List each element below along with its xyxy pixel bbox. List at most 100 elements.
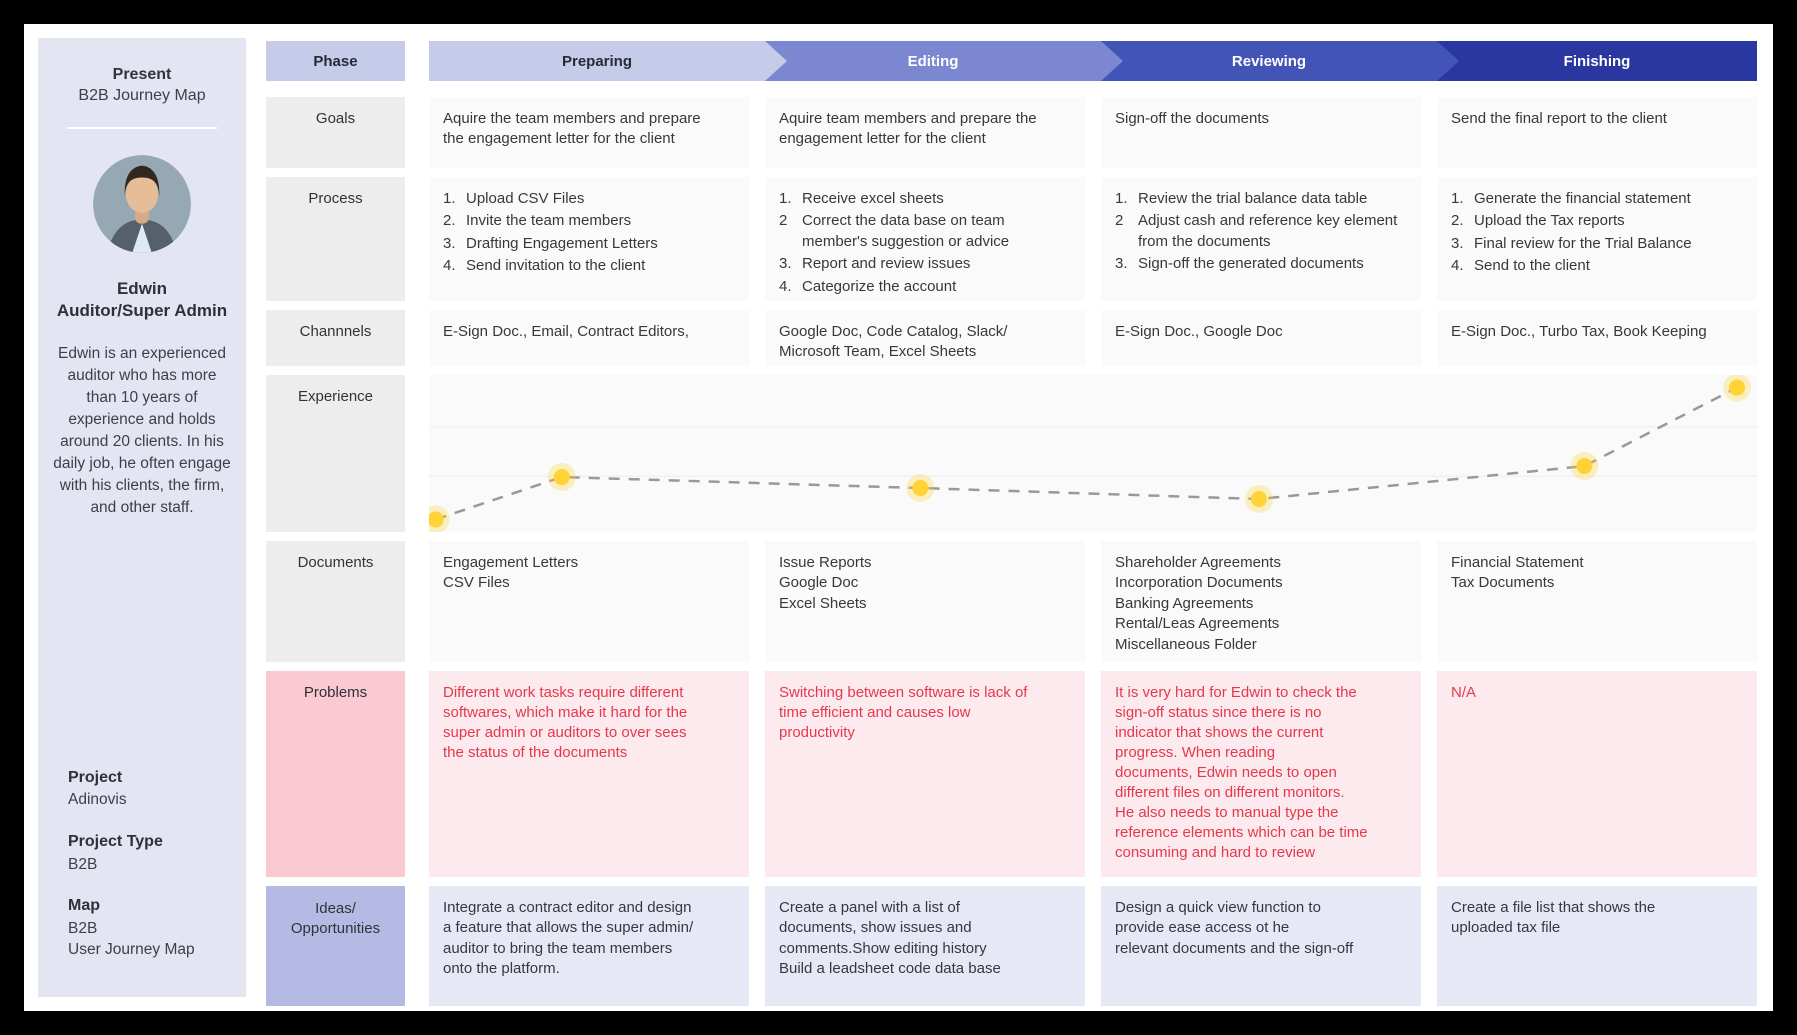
text-line: Excel Sheets [779, 594, 867, 612]
text-line: Aquire team members and prepare the [779, 110, 1037, 127]
goals-row-label: Goals [266, 97, 405, 168]
step-text: Upload CSV Files [466, 190, 585, 207]
ideas-cell-reviewing: Design a quick view function to provide … [1101, 886, 1421, 1006]
step-number: 2. [1451, 212, 1464, 230]
step-number: 1. [779, 190, 792, 207]
text-line: Shareholder Agreements [1115, 554, 1281, 571]
documents-row: Documents Engagement Letters CSV Files I… [266, 541, 1757, 662]
step-number: 3. [779, 255, 792, 273]
text-line: comments.Show editing history [779, 939, 987, 957]
problems-row-label: Problems [266, 671, 405, 877]
text-line: a feature that allows the super admin/ [443, 919, 694, 937]
text-line: E-Sign Doc., Email, Contract Editors, [443, 323, 689, 340]
text-line: Google Doc [779, 574, 859, 592]
text-line: Create a panel with a list of [779, 899, 960, 916]
phase-name: Finishing [1563, 52, 1631, 70]
process-step: 2.Invite the team members [443, 211, 735, 231]
ideas-cell-finishing: Create a file list that shows the upload… [1437, 886, 1757, 1006]
text-line: Design a quick view function to [1115, 899, 1321, 916]
process-cell-finishing: 1.Generate the financial statement 2.Upl… [1437, 177, 1757, 301]
text-line: different files on different monitors. [1115, 783, 1345, 801]
goals-cell-reviewing: Sign-off the documents [1101, 97, 1421, 168]
text-line: productivity [779, 723, 855, 741]
text-line: progress. When reading [1115, 743, 1276, 761]
text-line: the status of the documents [443, 743, 628, 761]
phase-name: Preparing [561, 52, 633, 70]
channels-cell-finishing: E-Sign Doc., Turbo Tax, Book Keeping [1437, 310, 1757, 366]
phase-name: Editing [907, 52, 959, 70]
text-line: auditor to bring the team members [443, 939, 673, 957]
text-line: Aquire the team members and prepare [443, 110, 701, 127]
text-line: CSV Files [443, 574, 510, 592]
text-line: Send the final report to the client [1451, 110, 1667, 127]
goals-cell-editing: Aquire team members and prepare the enga… [765, 97, 1085, 168]
step-text: Categorize the account [802, 277, 957, 295]
text-line: reference elements which can be time [1115, 823, 1368, 841]
journey-map-canvas: Present B2B Journey Map Edwin Auditor/Su… [24, 24, 1773, 1011]
text-line: engagement letter for the client [779, 130, 986, 148]
goals-cell-finishing: Send the final report to the client [1437, 97, 1757, 168]
text-line: Financial Statement [1451, 554, 1584, 571]
process-step: 3.Final review for the Trial Balance [1451, 234, 1743, 254]
experience-chart [429, 375, 1757, 532]
phase-label: Phase [266, 41, 405, 81]
step-text: Adjust cash and reference key element fr… [1138, 212, 1398, 250]
step-text: Final review for the Trial Balance [1474, 234, 1692, 252]
channels-row-label: Channnels [266, 310, 405, 366]
text-line: Integrate a contract editor and design [443, 899, 692, 916]
text-line: uploaded tax file [1451, 919, 1561, 937]
phase-name: Reviewing [1231, 52, 1307, 70]
project-label: Project [68, 769, 123, 787]
text-line: Sign-off the documents [1115, 110, 1269, 127]
process-step: 2. Upload the Tax reports [1451, 211, 1743, 231]
text-line: It is very hard for Edwin to check the [1115, 684, 1357, 701]
text-line: Opportunities [290, 919, 381, 937]
text-line: relevant documents and the sign-off [1115, 939, 1354, 957]
sidebar-divider [67, 127, 217, 129]
ideas-row: Ideas/ Opportunities Integrate a contrac… [266, 886, 1757, 1006]
process-step: 4.Send to the client [1451, 256, 1743, 276]
text-line: Build a leadsheet code data base [779, 960, 1001, 978]
text-line: super admin or auditors to over sees [443, 723, 687, 741]
text-line: Rental/Leas Agreements [1115, 615, 1280, 633]
experience-chart-panel [429, 375, 1757, 532]
step-text: Receive excel sheets [802, 190, 944, 207]
text-line: indicator that shows the current [1115, 723, 1324, 741]
problems-cell-editing: Switching between software is lack of ti… [765, 671, 1085, 877]
text-line: E-Sign Doc., Google Doc [1115, 323, 1283, 340]
phase-segment-reviewing: Reviewing [1101, 41, 1459, 81]
project-info: Project Adinovis Project Type B2B Map B2… [68, 767, 236, 961]
step-text: Send invitation to the client [466, 257, 646, 275]
step-text: Upload the Tax reports [1474, 212, 1625, 230]
text-line: E-Sign Doc., Turbo Tax, Book Keeping [1451, 323, 1707, 340]
text-line: Engagement Letters [443, 554, 579, 571]
phase-segment-editing: Editing [765, 41, 1123, 81]
experience-row-label: Experience [266, 375, 405, 532]
step-number: 1. [1115, 190, 1128, 207]
text-line: Tax Documents [1451, 574, 1555, 592]
process-row: Process 1.Upload CSV Files 2.Invite the … [266, 177, 1757, 301]
phase-segment-preparing: Preparing [429, 41, 787, 81]
phase-segment-finishing: Finishing [1437, 41, 1757, 81]
text-line: sign-off status since there is no [1115, 703, 1322, 721]
experience-row: Experience [266, 375, 1757, 532]
map-value-line2: User Journey Map [68, 941, 195, 959]
process-step: 3.Report and review issues [779, 254, 1071, 274]
process-step: 3.Sign-off the generated documents [1115, 254, 1407, 274]
persona-bio: Edwin is an experienced auditor who has … [53, 345, 231, 516]
process-step: 3.Drafting Engagement Letters [443, 234, 735, 254]
text-line: Issue Reports [779, 554, 872, 571]
problems-cell-reviewing: It is very hard for Edwin to check the s… [1101, 671, 1421, 877]
text-line: time efficient and causes low [779, 703, 971, 721]
documents-cell-editing: Issue Reports Google Doc Excel Sheets [765, 541, 1085, 662]
text-line: Google Doc, Code Catalog, Slack/ [779, 323, 1008, 340]
text-line: documents, Edwin needs to open [1115, 763, 1337, 781]
text-line: Ideas/ [315, 900, 356, 917]
problems-cell-finishing: N/A [1437, 671, 1757, 877]
process-step: 4.Send invitation to the client [443, 256, 735, 276]
persona-role: Auditor/Super Admin [56, 301, 228, 320]
step-number: 1. [1451, 190, 1464, 207]
process-step: 4.Categorize the account [779, 277, 1071, 297]
